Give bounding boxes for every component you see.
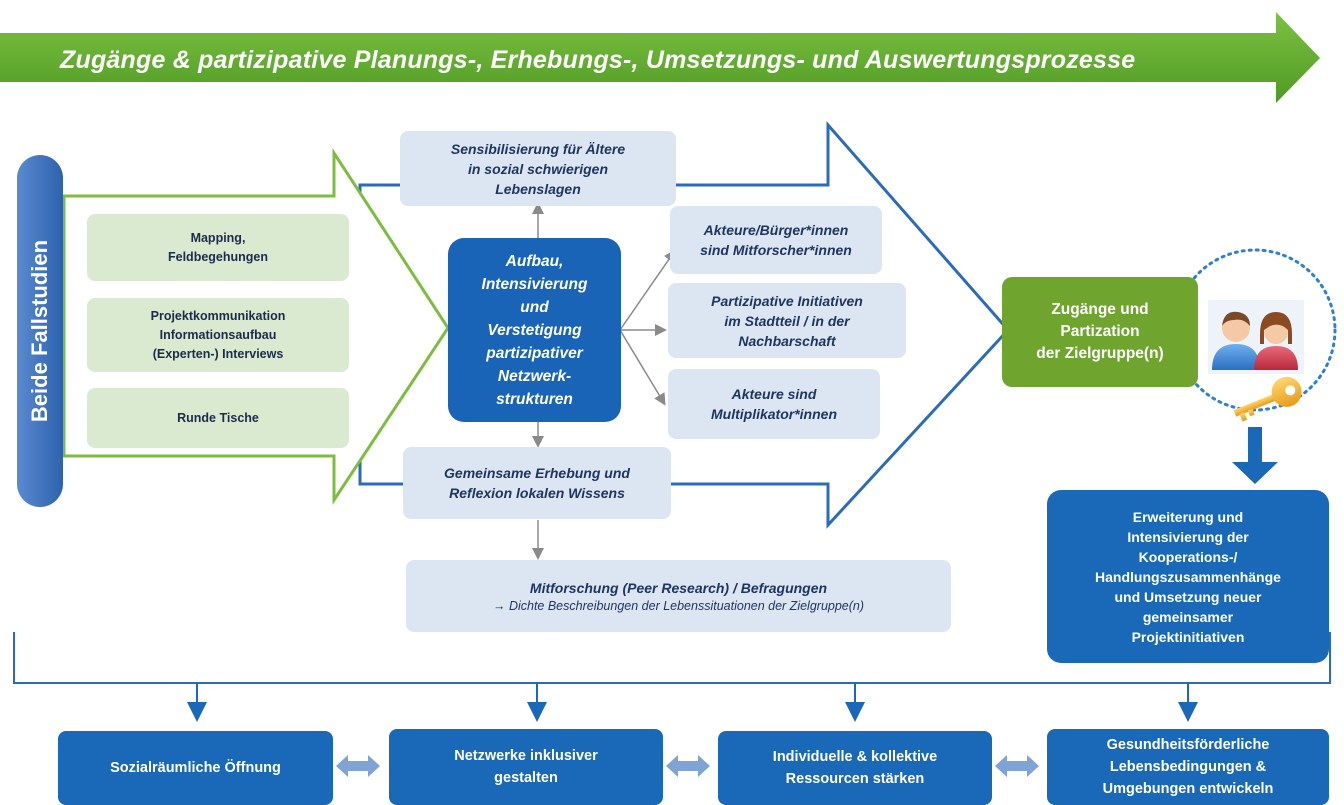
text-line: in sozial schwierigen	[467, 160, 609, 177]
text-line: partizipativer	[486, 344, 583, 362]
text-line: Netzwerk-	[497, 367, 572, 385]
left-box-runde-tische: Runde Tische	[87, 388, 349, 448]
text-line: Ressourcen stärken	[785, 771, 925, 787]
text-line: gestalten	[494, 770, 558, 786]
text-line: Verstetigung	[487, 321, 582, 339]
banner-arrow	[0, 12, 1320, 103]
key-icon	[1233, 376, 1302, 422]
text-line: Projektkommunikation	[150, 308, 286, 323]
side-label: Beide Fallstudien	[27, 239, 52, 423]
peer-title: Mitforschung (Peer Research) / Befragung…	[529, 579, 828, 596]
box-netzwerkstrukturen: Aufbau, Intensivierung und Verstetigung …	[448, 238, 621, 422]
text-line: Reflexion lokalen Wissens	[449, 485, 625, 501]
banner-title: Zugänge & partizipative Planungs-, Erheb…	[60, 45, 1136, 74]
text-line: Erweiterung und	[1132, 508, 1244, 525]
text-line: und	[520, 298, 549, 316]
text-line: Handlungszusammenhänge	[1095, 568, 1281, 585]
text-line: Gemeinsame Erhebung und	[444, 465, 630, 481]
text-line: im Stadtteil / in der	[724, 312, 850, 329]
text-line: Runde Tische	[177, 410, 259, 425]
box-erweiterung: Erweiterung und Intensivierung der Koope…	[1047, 490, 1329, 663]
text-line: Multiplikator*innen	[711, 406, 837, 422]
text-line: Aufbau,	[505, 252, 564, 270]
text-line: der Zielgruppe(n)	[1036, 345, 1164, 362]
text-line: Akteure/Bürger*innen	[703, 222, 849, 238]
side-label-pill: Beide Fallstudien	[17, 155, 63, 507]
text-line: Nachbarschaft	[738, 332, 836, 349]
text-line: Zugänge und	[1051, 301, 1149, 318]
text-line: Sozialräumliche Öffnung	[110, 760, 281, 776]
outcome-netzwerke: Netzwerke inklusiver gestalten	[389, 729, 663, 805]
box-mitforscher: Akteure/Bürger*innen sind Mitforscher*in…	[670, 206, 882, 274]
box-gemeinsame-erhebung: Gemeinsame Erhebung und Reflexion lokale…	[403, 447, 671, 519]
text-line: Intensivierung	[481, 275, 588, 293]
outcome-ressourcen: Individuelle & kollektive Ressourcen stä…	[718, 731, 992, 805]
text-line: und Umsetzung neuer	[1114, 588, 1262, 605]
text-line: Umgebungen entwickeln	[1102, 781, 1274, 797]
left-box-kommunikation: Projektkommunikation Informationsaufbau …	[87, 298, 349, 372]
text-line: Akteure sind	[731, 386, 817, 402]
text-line: strukturen	[496, 390, 573, 408]
text-line: Lebensbedingungen &	[1109, 759, 1267, 775]
text-line: Feldbegehungen	[168, 249, 268, 264]
outcome-sozialraeumliche-oeffnung: Sozialräumliche Öffnung	[58, 731, 333, 805]
text-line: Intensivierung der	[1127, 528, 1249, 545]
box-initiativen: Partizipative Initiativen im Stadtteil /…	[668, 283, 906, 358]
people-icon	[1208, 300, 1304, 374]
box-zugaenge: Zugänge und Partization der Zielgruppe(n…	[1002, 277, 1198, 387]
text-line: Kooperations-/	[1138, 548, 1238, 565]
text-line: Lebenslagen	[495, 180, 581, 197]
text-line: Informationsaufbau	[159, 327, 277, 342]
outcome-gesundheit: Gesundheitsförderliche Lebensbedingungen…	[1047, 729, 1329, 805]
text-line: (Experten-) Interviews	[152, 346, 284, 361]
box-sensibilisierung: Sensibilisierung für Ältere in sozial sc…	[400, 131, 676, 206]
text-line: gemeinsamer	[1142, 608, 1234, 625]
peer-subtitle: → Dichte Beschreibungen der Lebenssituat…	[492, 598, 865, 613]
text-line: Partizipative Initiativen	[711, 292, 863, 309]
text-line: Mapping,	[190, 230, 246, 245]
box-multiplikatoren: Akteure sind Multiplikator*innen	[668, 369, 880, 439]
text-line: sind Mitforscher*innen	[700, 242, 852, 258]
text-line: Netzwerke inklusiver	[454, 748, 598, 764]
box-peer-research: Mitforschung (Peer Research) / Befragung…	[406, 560, 951, 632]
left-box-mapping: Mapping, Feldbegehungen	[87, 214, 349, 281]
text-line: Gesundheitsförderliche	[1106, 737, 1270, 753]
text-line: Projektinitiativen	[1131, 628, 1245, 645]
text-line: Individuelle & kollektive	[772, 749, 938, 765]
text-line: Sensibilisierung für Ältere	[450, 140, 626, 157]
text-line: Partization	[1060, 323, 1140, 340]
